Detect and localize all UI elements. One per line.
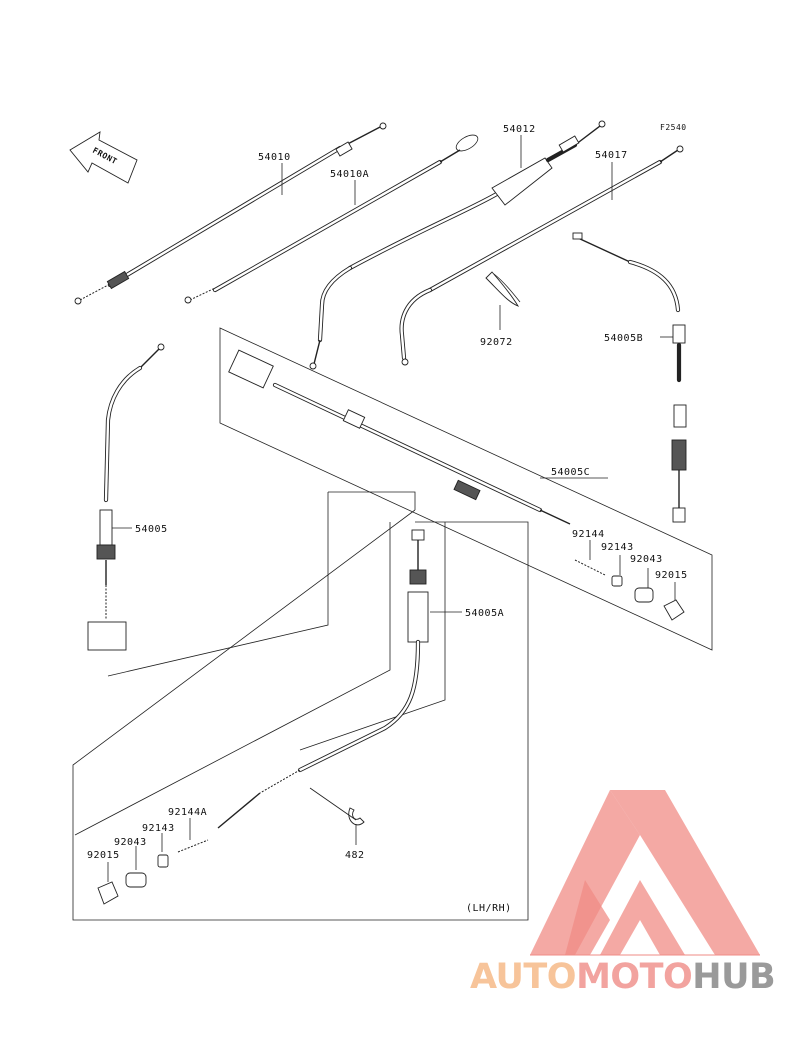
label-92144-upper: 92144 [572,529,605,540]
watermark-logo-icon [530,790,760,956]
label-54005: 54005 [135,524,168,535]
clip-482 [348,807,365,826]
cable-54005c [228,349,571,525]
logo-word-moto: MOTO [576,957,693,997]
label-92043-lower: 92043 [114,837,147,848]
cable-54005a [217,529,429,829]
washer-92143-upper [611,575,623,587]
label-54012: 54012 [503,124,536,135]
label-54017: 54017 [595,150,628,161]
band-92072 [485,271,521,307]
wingnut-92015-upper [663,599,685,621]
washer-92143-lower [157,854,169,868]
figure-code: F2540 [660,123,687,132]
label-92072: 92072 [480,337,513,348]
logo-word-auto: AUTO [470,957,577,997]
label-54005a: 54005A [465,608,504,619]
collar-92043-upper [634,587,654,603]
label-92143-lower: 92143 [142,823,175,834]
cable-54012 [309,120,606,370]
label-92043-upper: 92043 [630,554,663,565]
label-92143-upper: 92143 [601,542,634,553]
side-note-lh-rh: (LH/RH) [466,903,512,914]
frame-54005 [107,491,416,677]
spring-92144a-lower [177,839,209,853]
cable-54010a [184,134,479,304]
label-54005b: 54005B [604,333,643,344]
cable-54010 [74,122,387,305]
logo-word-hub: HUB [692,957,776,997]
watermark-logo-text: AUTOMOTOHUB [470,957,800,997]
box-54005c [219,327,713,651]
wingnut-92015-lower [97,881,119,905]
label-482: 482 [345,850,365,861]
label-54010a: 54010A [330,169,369,180]
collar-92043-lower [125,872,147,888]
spring-92144-upper [574,559,606,576]
label-54005c: 54005C [551,467,590,478]
cable-54017 [399,145,684,366]
label-92015-lower: 92015 [87,850,120,861]
label-54010: 54010 [258,152,291,163]
cable-54005b [572,232,687,523]
front-arrow-icon: FRONT [69,131,138,184]
frame-54005a-outer [72,509,529,921]
label-92015-upper: 92015 [655,570,688,581]
cable-54005 [87,343,165,651]
label-92144a-lower: 92144A [168,807,207,818]
